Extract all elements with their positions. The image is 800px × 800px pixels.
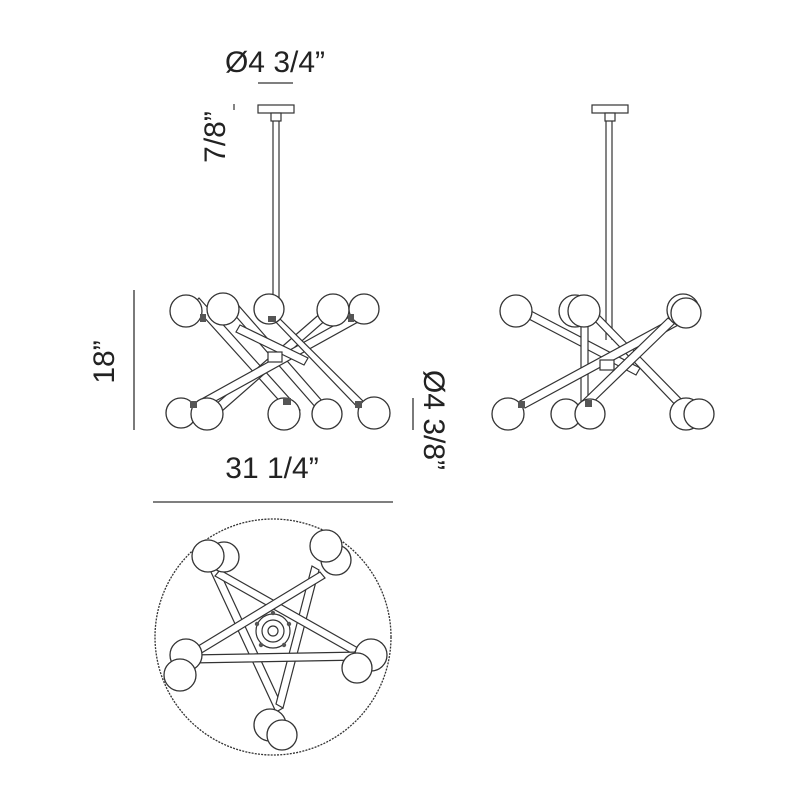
front-canopy-neck — [270, 112, 282, 122]
side-canopy-neck — [604, 112, 616, 122]
globe — [169, 294, 203, 328]
arm — [189, 651, 363, 664]
side-canopy — [591, 104, 629, 114]
socket — [190, 401, 197, 408]
socket — [200, 314, 206, 322]
globe — [357, 396, 391, 430]
front-upper-globes — [169, 292, 380, 328]
globe-diameter-label: Ø4 3/8” — [417, 370, 450, 470]
front-lower-globes — [165, 396, 391, 431]
arm — [235, 324, 309, 366]
globe — [190, 397, 224, 431]
front-hub — [267, 351, 283, 363]
globe — [683, 398, 715, 430]
globe — [491, 397, 525, 431]
fixture-width-label: 31 1/4” — [225, 452, 318, 485]
plan-arms — [184, 565, 363, 713]
globe — [266, 719, 298, 751]
globe — [499, 294, 533, 328]
side-hub — [599, 359, 615, 371]
globe — [311, 398, 343, 430]
top-plan-view — [154, 518, 392, 756]
globe — [341, 652, 373, 684]
canopy-height-label: 7/8” — [199, 111, 232, 163]
plan-globes — [163, 529, 388, 751]
globe — [348, 293, 380, 325]
canopy-diameter-label: Ø4 3/4” — [225, 46, 325, 79]
socket — [348, 314, 354, 322]
socket — [518, 401, 525, 408]
globe — [253, 293, 285, 325]
front-elevation-view — [165, 104, 391, 431]
globe — [574, 398, 606, 430]
globe — [316, 293, 350, 327]
socket — [283, 398, 291, 405]
plan-outline-circle — [154, 518, 392, 756]
socket — [355, 401, 362, 408]
globe — [309, 529, 343, 563]
socket — [268, 316, 276, 322]
side-elevation-view — [491, 104, 715, 431]
side-lower-globes — [491, 397, 715, 431]
plan-center-hub — [254, 610, 292, 649]
globe — [670, 297, 702, 329]
socket — [585, 400, 592, 407]
front-canopy — [257, 104, 295, 114]
globe — [206, 292, 240, 326]
globe — [567, 294, 601, 328]
side-arms — [519, 310, 691, 415]
globe — [191, 539, 225, 573]
globe — [163, 658, 197, 692]
fixture-height-label: 18” — [88, 340, 121, 383]
side-upper-globes — [499, 293, 702, 329]
